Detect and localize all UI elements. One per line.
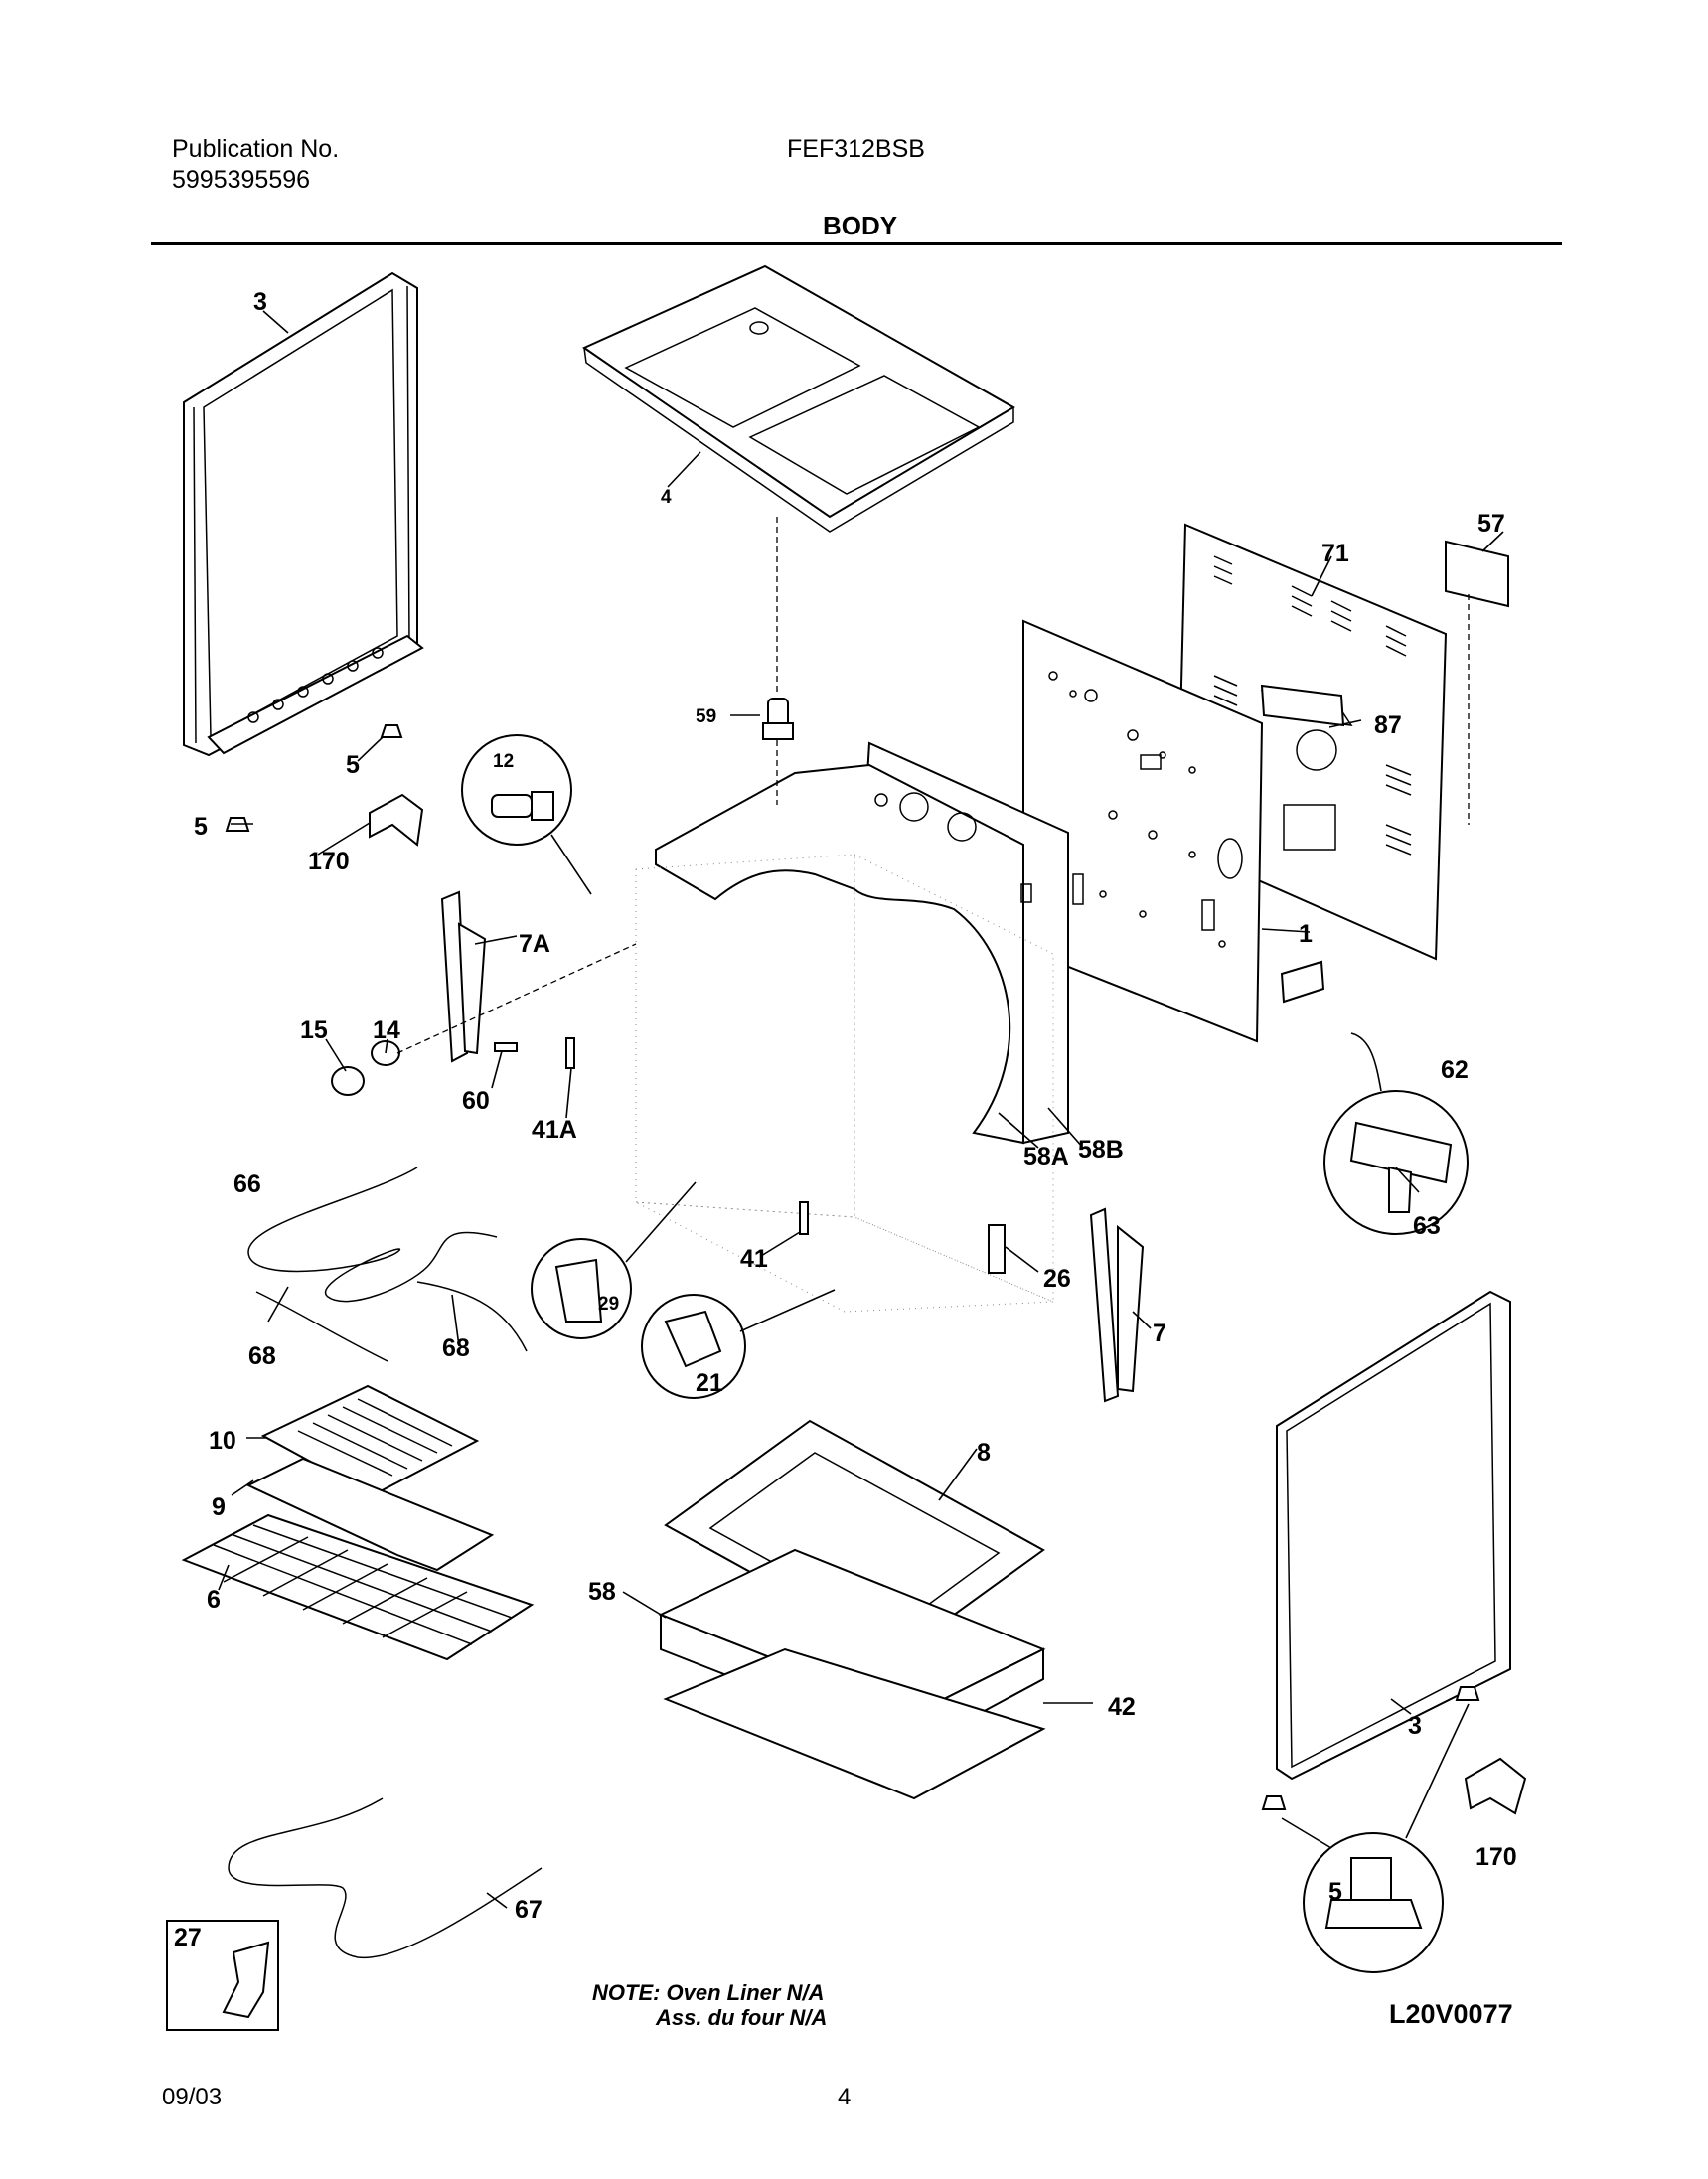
oven-lamp (331, 1040, 400, 1096)
callout-41a: 41A (532, 1116, 577, 1144)
part-62-detail (1323, 1090, 1469, 1235)
callout-7: 7 (1153, 1320, 1166, 1347)
thermostat-bulb (762, 517, 794, 805)
right-leveler-bracket (1464, 1757, 1527, 1815)
callout-68-right: 68 (442, 1334, 470, 1362)
part-41-clip (799, 1201, 809, 1235)
page-number: 4 (838, 2084, 852, 2110)
callout-26: 26 (1043, 1265, 1071, 1293)
oven-cavity (635, 854, 1054, 1313)
section-title: BODY (823, 211, 898, 240)
part-5-detail (1303, 1832, 1444, 1973)
leader-lines (218, 310, 1504, 1909)
callout-5-lower: 5 (194, 813, 208, 841)
callout-63: 63 (1413, 1212, 1441, 1240)
callout-58a: 58A (1023, 1143, 1069, 1170)
callout-71: 71 (1321, 540, 1349, 567)
callout-60: 60 (462, 1087, 490, 1115)
part-12-detail (461, 734, 572, 846)
terminal-block (1280, 960, 1325, 1004)
left-side-panel (183, 271, 424, 757)
callout-3-right: 3 (1408, 1712, 1422, 1740)
callout-3-left: 3 (253, 288, 267, 316)
element-wire-left (255, 1291, 388, 1362)
oven-bottom (663, 1647, 1046, 1800)
callout-29: 29 (598, 1294, 619, 1315)
hinge-left (440, 890, 487, 1063)
left-screw-top (380, 724, 403, 738)
right-screw-top (1455, 1686, 1480, 1701)
footer-date: 09/03 (162, 2084, 223, 2110)
callout-67: 67 (515, 1896, 543, 1924)
right-screw-bottom (1261, 1795, 1287, 1810)
diagram-code: L20V0077 (1389, 1999, 1513, 2029)
broil-element (247, 1167, 498, 1303)
callout-58b: 58B (1078, 1136, 1124, 1164)
part-60-clip (494, 1042, 518, 1052)
front-frame (655, 741, 1069, 1145)
callout-12: 12 (493, 751, 514, 772)
callout-62: 62 (1441, 1056, 1469, 1084)
callout-9: 9 (212, 1493, 226, 1521)
callout-87: 87 (1374, 711, 1402, 739)
callout-8: 8 (977, 1439, 991, 1467)
gasket-bracket (1260, 684, 1345, 727)
bake-element (228, 1797, 543, 1959)
callout-6: 6 (207, 1586, 221, 1614)
part-29-detail (531, 1238, 632, 1339)
callout-42: 42 (1108, 1693, 1136, 1721)
cooktop-support (581, 264, 1015, 533)
callout-14: 14 (373, 1016, 400, 1044)
callout-58: 58 (588, 1578, 616, 1606)
broiler-grid (260, 1384, 480, 1497)
callout-170-right: 170 (1475, 1843, 1517, 1871)
publication-label: Publication No. (172, 135, 340, 163)
callout-labels: 3 4 57 71 59 12 5 5 170 7A 1 87 15 14 60… (174, 288, 1517, 1951)
callout-66: 66 (233, 1170, 261, 1198)
note-line-1: NOTE: Oven Liner N/A (592, 1980, 825, 2005)
header-rule (151, 242, 1562, 245)
part-26-bracket (988, 1224, 1006, 1274)
part-41a-clip (565, 1037, 575, 1069)
callout-27: 27 (174, 1924, 202, 1951)
model-number: FEF312BSB (787, 135, 925, 163)
callout-10: 10 (209, 1427, 236, 1455)
callout-4: 4 (661, 487, 672, 508)
left-leveler-bracket (369, 793, 424, 847)
label-plate (1445, 540, 1509, 608)
note-line-2: Ass. du four N/A (656, 2005, 828, 2030)
callout-57: 57 (1477, 510, 1505, 538)
oven-rack (181, 1513, 535, 1661)
callout-1: 1 (1299, 920, 1313, 948)
callout-68-left: 68 (248, 1342, 276, 1370)
callout-7a: 7A (519, 930, 550, 958)
callout-41: 41 (740, 1245, 768, 1273)
part-27-box (166, 1920, 279, 2031)
hinge-right (1089, 1207, 1145, 1403)
callout-5-detail: 5 (1328, 1878, 1342, 1906)
callout-15: 15 (300, 1016, 328, 1044)
publication-number: 5995395596 (172, 166, 311, 194)
part-21-detail (641, 1294, 746, 1399)
callout-59: 59 (696, 706, 716, 727)
callout-21: 21 (696, 1369, 723, 1397)
callout-170-left: 170 (308, 848, 350, 875)
right-side-panel (1276, 1290, 1511, 1781)
callout-5-upper: 5 (346, 751, 360, 779)
broiler-pan (245, 1457, 495, 1572)
element-wire-right (416, 1281, 528, 1352)
